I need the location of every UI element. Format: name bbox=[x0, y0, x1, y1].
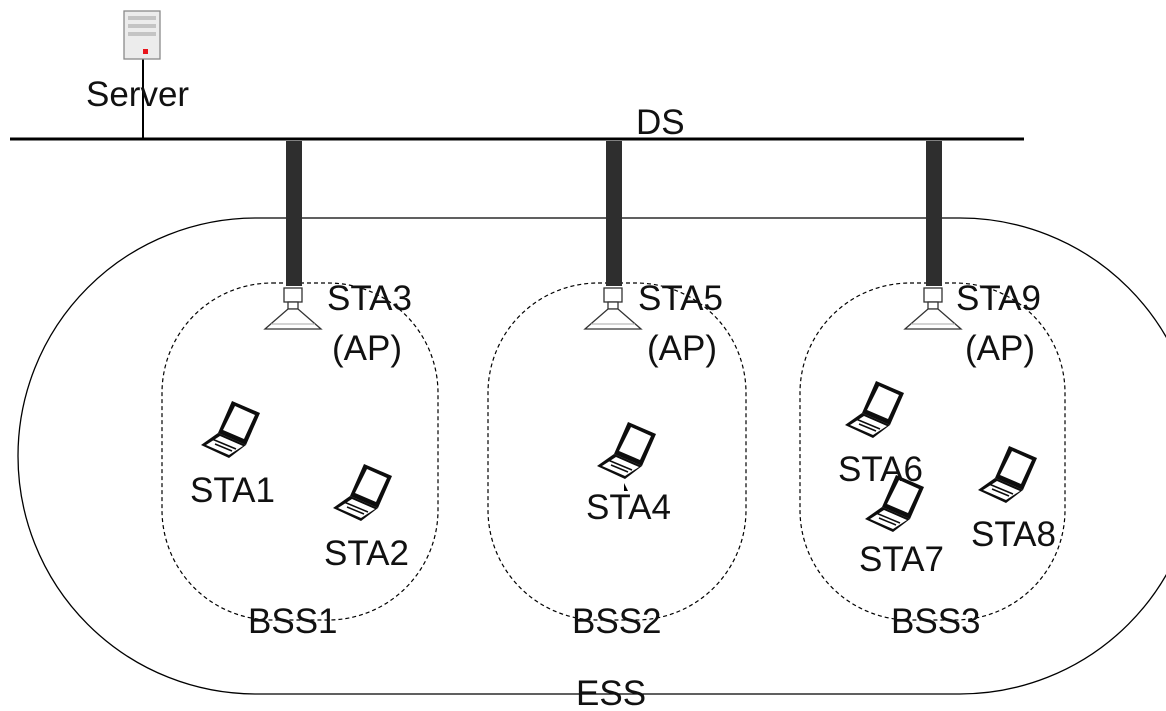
bss1-label: BSS1 bbox=[248, 602, 338, 641]
ap-sta5-role: (AP) bbox=[647, 329, 717, 368]
ap-sta3-name: STA3 bbox=[327, 279, 412, 318]
sta4-label: STA4 bbox=[586, 488, 671, 527]
sta2-label: STA2 bbox=[324, 534, 409, 573]
ds-label: DS bbox=[636, 103, 685, 142]
ap-sta3-role: (AP) bbox=[332, 329, 402, 368]
uplink-sta3 bbox=[286, 141, 302, 286]
laptop-icon bbox=[844, 380, 905, 439]
bss2-boundary bbox=[487, 282, 747, 621]
uplink-sta9 bbox=[926, 141, 942, 286]
cursor-arrow-icon bbox=[624, 483, 628, 491]
ap-sta9-name: STA9 bbox=[956, 279, 1041, 318]
access-point-icon bbox=[264, 287, 322, 330]
laptop-icon bbox=[596, 421, 657, 480]
sta7-label: STA7 bbox=[859, 540, 944, 579]
ap-sta5-name: STA5 bbox=[638, 279, 723, 318]
laptop-icon bbox=[977, 445, 1038, 504]
bss2-label: BSS2 bbox=[572, 602, 662, 641]
ess-label: ESS bbox=[576, 674, 646, 711]
server-label: Server bbox=[86, 75, 189, 114]
sta6-label: STA6 bbox=[838, 450, 923, 489]
uplink-sta5 bbox=[606, 141, 622, 286]
laptop-icon bbox=[200, 400, 261, 459]
server-icon bbox=[123, 10, 161, 60]
laptop-icon bbox=[332, 463, 393, 522]
sta1-label: STA1 bbox=[190, 471, 275, 510]
access-point-icon bbox=[584, 287, 642, 330]
access-point-icon bbox=[904, 287, 962, 330]
bss3-label: BSS3 bbox=[891, 602, 981, 641]
ap-sta9-role: (AP) bbox=[965, 329, 1035, 368]
sta8-label: STA8 bbox=[971, 515, 1056, 554]
